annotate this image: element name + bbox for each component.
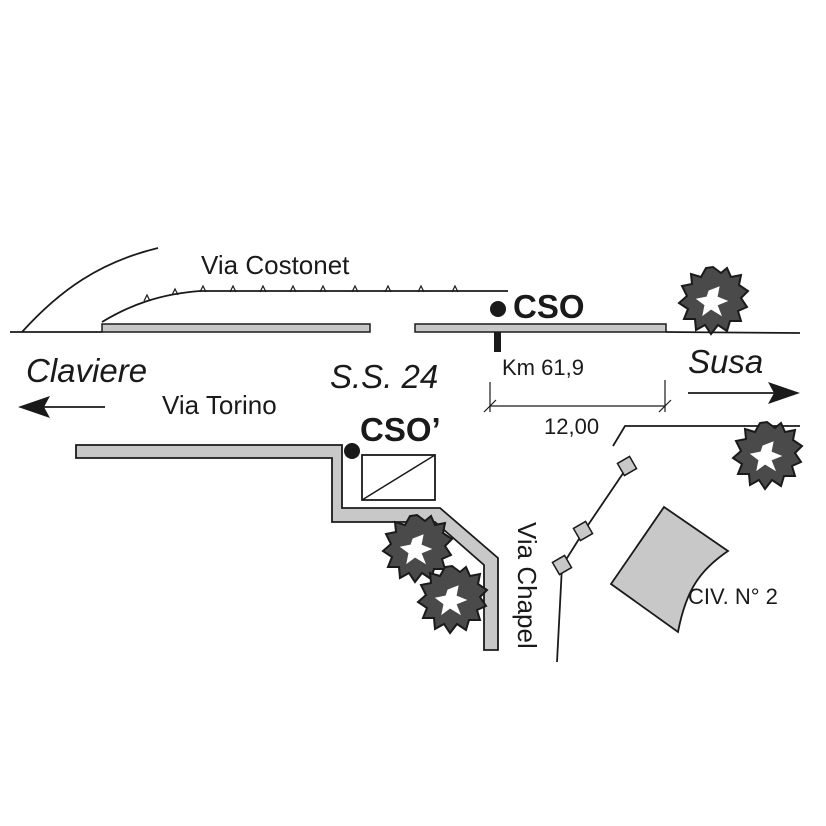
building-civ-2	[609, 505, 730, 634]
via-costonet-upper-line	[21, 247, 159, 333]
arrow-left-icon	[18, 396, 105, 418]
sidewalk-left	[101, 323, 371, 333]
km-marker-label: Km 61,9	[502, 355, 584, 380]
transformer-box-icon	[361, 454, 436, 501]
via-chapel-road-edge	[612, 425, 800, 447]
via-costonet-label: Via Costonet	[201, 250, 350, 280]
susa-label: Susa	[688, 343, 763, 380]
embankment-ticks	[143, 284, 459, 302]
claviere-label: Claviere	[26, 352, 147, 389]
dimension-line	[483, 380, 672, 413]
ss24-edge-right	[665, 331, 801, 334]
cso-label: CSO	[513, 288, 585, 325]
via-costonet-road	[101, 290, 508, 323]
dimension-label: 12,00	[544, 414, 599, 439]
cso-point-marker-icon	[490, 301, 506, 317]
via-torino-label: Via Torino	[162, 390, 277, 420]
via-chapel-fence	[556, 465, 629, 663]
cso-prime-label: CSO’	[360, 411, 441, 448]
km-marker-post	[494, 332, 501, 352]
arrow-right-icon	[688, 382, 800, 404]
via-torino-road	[75, 444, 499, 651]
ss24-label: S.S. 24	[330, 358, 438, 395]
building-label: CIV. N° 2	[688, 584, 778, 609]
cso-prime-point-marker-icon	[344, 443, 360, 459]
fence-posts	[551, 455, 638, 576]
sidewalk-right	[414, 323, 667, 333]
via-chapel-label: Via Chapel	[512, 522, 542, 649]
tree-icon	[732, 421, 803, 490]
tree-icon	[678, 266, 749, 335]
